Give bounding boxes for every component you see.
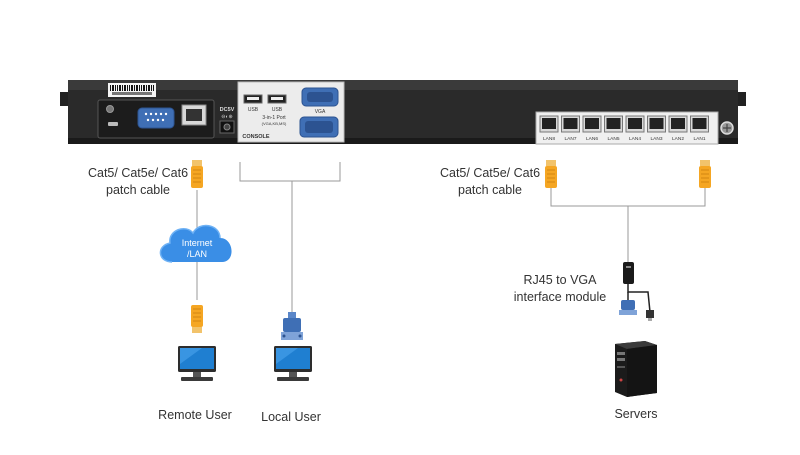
rj45-connector-icon	[191, 305, 203, 333]
network-module	[97, 99, 215, 139]
patch-cable-right-label: Cat5/ Cat5e/ Cat6 patch cable	[434, 165, 546, 199]
local-user-label: Local User	[261, 410, 321, 424]
lan-port-lan1: LAN1	[690, 115, 709, 142]
console-bracket	[239, 162, 341, 182]
mini-usb-port-icon	[108, 122, 118, 126]
barcode-label	[108, 83, 156, 97]
patch-cable-right-line1: Cat5/ Cat5e/ Cat6	[439, 166, 541, 180]
patch-cable-left-label: Cat5/ Cat5e/ Cat6 patch cable	[82, 165, 194, 199]
right-bracket	[550, 188, 706, 207]
lan-port-lan2: LAN2	[668, 115, 688, 142]
vga-connector-icon	[281, 312, 303, 340]
lan-port-strip: LAN8 LAN7 LAN6 LAN5 LAN4 LAN3 LAN2 LAN1	[535, 111, 719, 145]
patch-cable-left-line1: Cat5/ Cat5e/ Cat6	[87, 166, 189, 180]
lan-port-label: LAN6	[586, 136, 598, 142]
servers-label: Servers	[614, 407, 658, 421]
patch-cable-right-line2: patch cable	[458, 183, 522, 197]
lan-port-lan3: LAN3	[647, 115, 666, 142]
lan-port-lan7: LAN7	[561, 115, 580, 142]
lan-port-lan4: LAN4	[625, 115, 645, 142]
screw-icon	[106, 105, 114, 113]
monitor-icon	[274, 346, 312, 381]
interface-module-label: RJ45 to VGA interface module	[502, 272, 618, 306]
svg-text:⊖◐⊕: ⊖◐⊕	[221, 114, 232, 120]
interface-module-icon	[619, 262, 654, 321]
lan-port-lan5: LAN5	[604, 115, 623, 142]
usb2-label: USB	[272, 107, 283, 113]
serial-port-icon	[137, 107, 175, 129]
multi-port-label: 3-in-1 Port	[262, 115, 286, 121]
lan-port-label: LAN8	[543, 136, 555, 142]
lan-port-label: LAN7	[565, 136, 577, 142]
rj45-connector-icon	[545, 160, 557, 188]
dc-power-port: DC5V ⊖◐⊕	[219, 107, 235, 134]
cloud-icon: Internet /LAN	[159, 224, 232, 263]
vga-label: VGA	[315, 109, 326, 115]
lan-port-label: LAN2	[672, 136, 684, 142]
monitor-icon	[178, 346, 216, 381]
cloud-label-line2: /LAN	[187, 249, 207, 259]
patch-cable-left-line2: patch cable	[106, 183, 170, 197]
lan-port-label: LAN4	[629, 136, 641, 142]
dc-port-label: DC5V	[220, 107, 235, 113]
console-panel: USB USB VGA 3-in-1 Port (VGA,KB,MS) CONS…	[237, 81, 345, 143]
lan-port-lan6: LAN6	[582, 115, 602, 142]
console-label: CONSOLE	[242, 134, 270, 140]
lan-port-lan8: LAN8	[539, 115, 559, 142]
multi-port-sub-label: (VGA,KB,MS)	[262, 121, 287, 126]
kvm-device: DC5V ⊖◐⊕ USB USB VGA 3-in-1 Port (VGA,KB…	[60, 80, 746, 145]
module-label-line2: interface module	[513, 290, 607, 304]
lan-port-label: LAN1	[694, 136, 706, 142]
lan-port-label: LAN5	[608, 136, 620, 142]
cloud-label-line1: Internet	[182, 238, 213, 248]
rj45-connector-icon	[191, 160, 203, 188]
remote-user-label: Remote User	[158, 408, 232, 422]
lan-port-label: LAN3	[651, 136, 663, 142]
server-tower-icon	[615, 341, 657, 397]
connection-lines	[196, 162, 706, 312]
module-label-line1: RJ45 to VGA	[523, 273, 597, 287]
usb1-label: USB	[248, 107, 259, 113]
rj45-connector-icon	[699, 160, 711, 188]
